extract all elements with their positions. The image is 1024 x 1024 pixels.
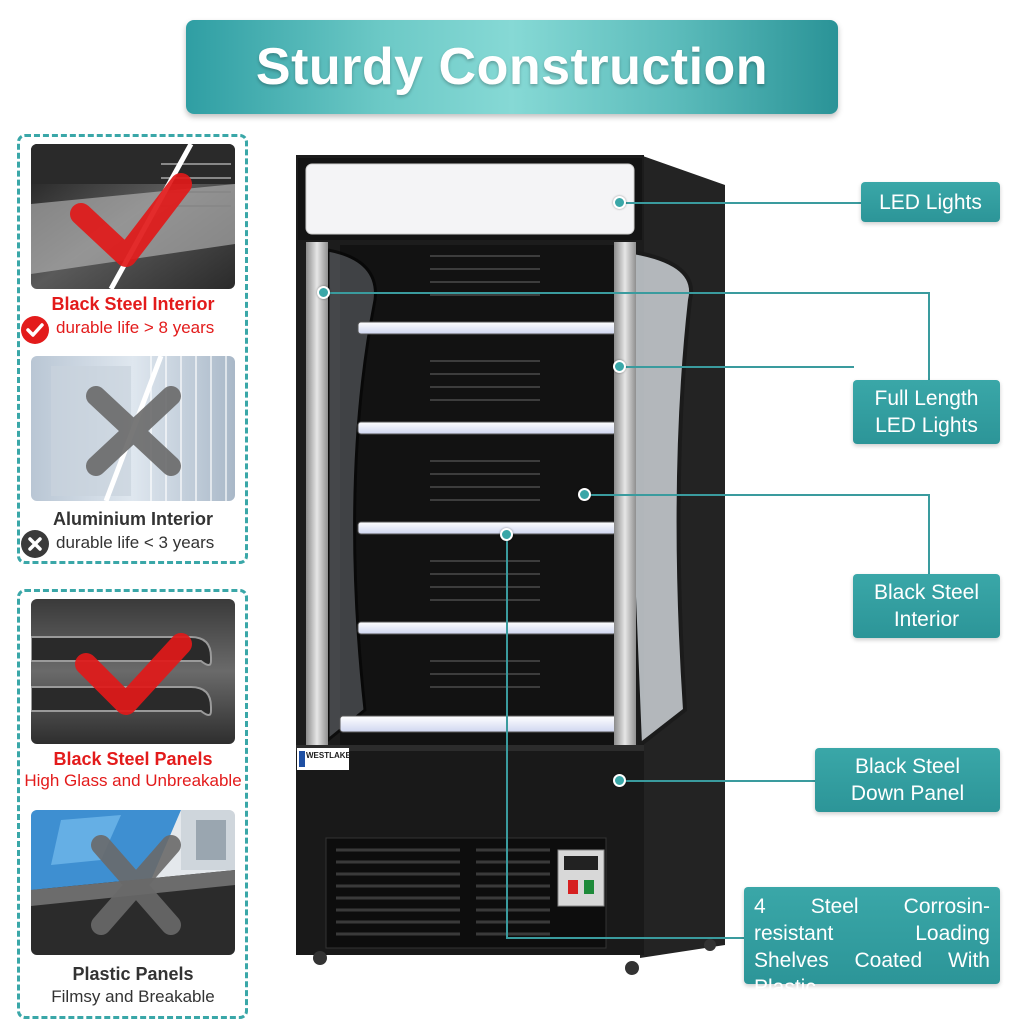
leader-line-interior	[928, 494, 930, 574]
callout-text: LED Lights	[879, 190, 982, 214]
pointer-dot	[613, 360, 626, 373]
callout-full-length-led: Full Length LED Lights	[853, 380, 1000, 444]
callout-text: Black Steel	[873, 581, 980, 604]
comparison-subtitle: Filmsy and Breakable	[51, 987, 215, 1006]
brand-label: WESTLAKE	[306, 751, 351, 760]
comparison-group-panels	[17, 589, 248, 1019]
callout-black-steel-interior: Black Steel Interior	[853, 574, 1000, 638]
title-banner: Sturdy Construction	[186, 20, 838, 114]
callout-shelves: 4 Steel Corrosin-resistant Loading Shelv…	[744, 887, 1000, 999]
comparison-subtitle: durable life < 3 years	[56, 533, 215, 552]
comparison-title: Plastic Panels	[72, 964, 194, 984]
callout-text: Full Length	[874, 387, 979, 410]
leader-line-full-length	[619, 366, 854, 368]
comparison-group-interior	[17, 134, 248, 564]
leader-line-interior	[584, 494, 930, 496]
callout-text: Black Steel	[854, 755, 961, 778]
aluminium-interior-image	[31, 356, 235, 501]
callout-text: Interior	[893, 608, 960, 631]
leader-line-down-panel	[619, 780, 816, 782]
comparison-subtitle: durable life > 8 years	[56, 318, 215, 337]
display-refrigerator	[280, 150, 740, 980]
x-circle-icon	[21, 530, 49, 558]
pointer-dot	[578, 488, 591, 501]
check-circle-icon	[21, 316, 49, 344]
leader-line-shelves	[506, 534, 508, 938]
comparison-title: Aluminium Interior	[52, 509, 213, 529]
pointer-dot	[317, 286, 330, 299]
callout-black-steel-down-panel: Black Steel Down Panel	[815, 748, 1000, 812]
black-steel-interior-image	[31, 144, 235, 289]
page-title: Sturdy Construction	[255, 38, 769, 96]
pointer-dot	[613, 774, 626, 787]
black-steel-panels-image	[31, 599, 235, 744]
callout-text: LED Lights	[875, 414, 978, 437]
callout-text: 4 Steel Corrosin-resistant Loading Shelv…	[754, 895, 990, 999]
comparison-title: Black Steel Interior	[51, 294, 215, 314]
leader-line-shelves	[506, 937, 744, 939]
callout-led-lights: LED Lights	[861, 182, 1000, 222]
leader-line-full-length	[928, 292, 930, 382]
comparison-subtitle: High Glass and Unbreakable	[24, 771, 242, 790]
callout-text: Down Panel	[850, 782, 965, 805]
leader-line-full-length	[323, 292, 929, 294]
pointer-dot	[500, 528, 513, 541]
comparison-title: Black Steel Panels	[53, 749, 213, 769]
leader-line-led	[619, 202, 861, 204]
plastic-panels-image	[31, 810, 235, 955]
pointer-dot	[613, 196, 626, 209]
